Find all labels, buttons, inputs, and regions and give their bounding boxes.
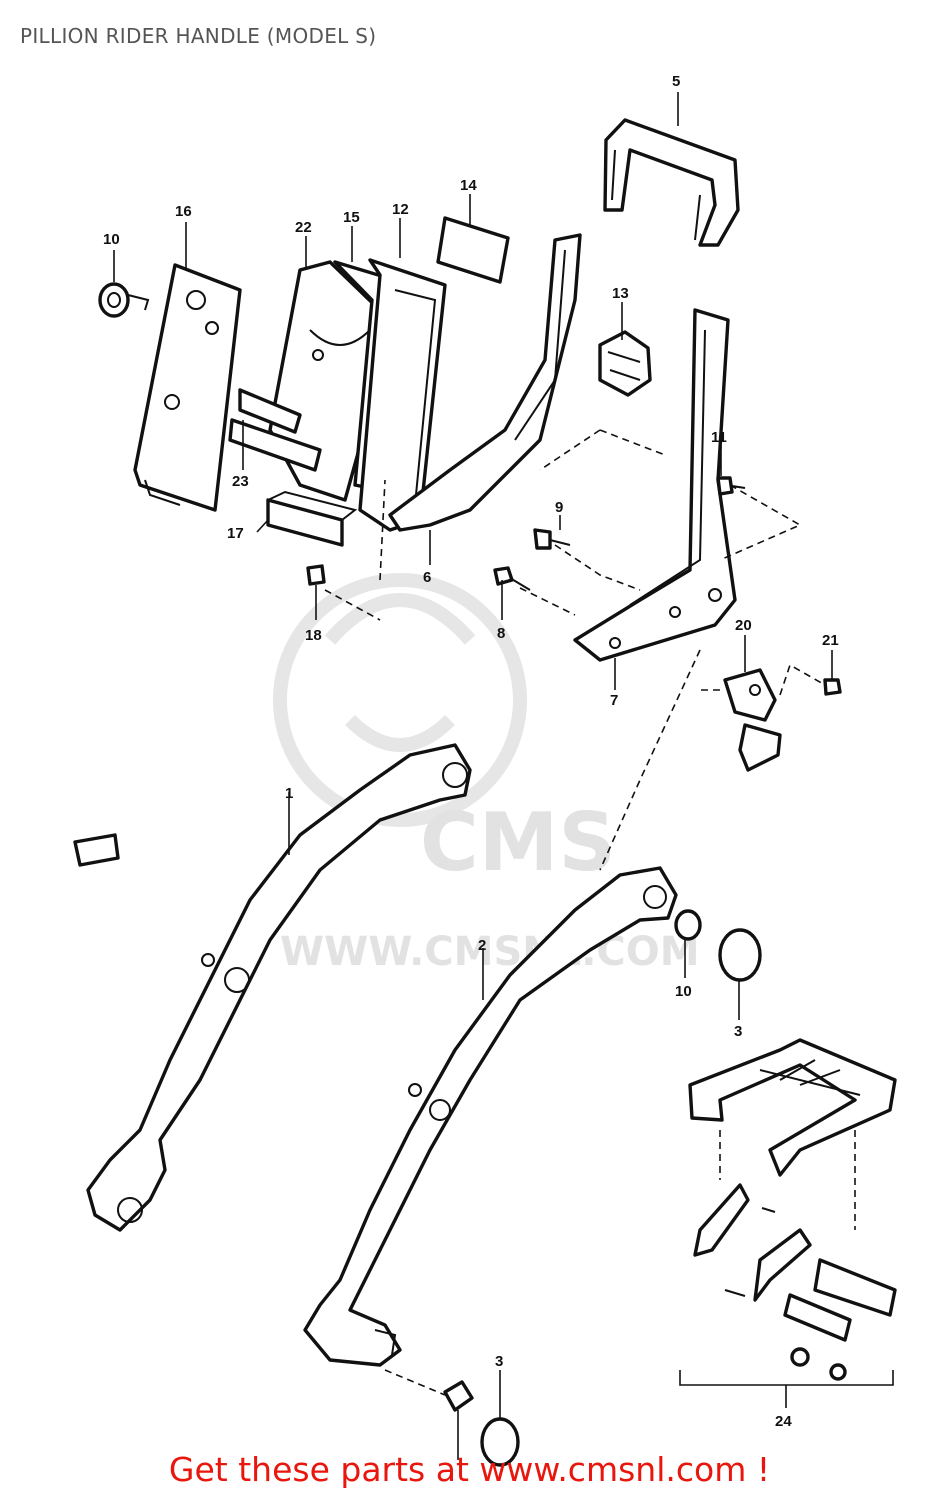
part-20-latch xyxy=(723,668,782,772)
callout-leaders xyxy=(113,92,894,1460)
part-10-nut xyxy=(98,282,150,318)
part-24-carrier-rack xyxy=(688,1038,897,1381)
callout-10-top: 10 xyxy=(103,231,120,248)
part-8-bolt xyxy=(493,566,531,591)
part-14-label xyxy=(436,216,510,284)
callout-20: 20 xyxy=(735,617,752,634)
part-5-grab-handle xyxy=(603,118,740,247)
part-2-right-rail xyxy=(303,866,678,1367)
part-16-tail-lamp-plate xyxy=(133,263,242,512)
callout-8: 8 xyxy=(497,625,505,642)
part-12-lamp-housing xyxy=(358,258,447,532)
lower-bolt xyxy=(443,1380,474,1412)
part-11-bolt xyxy=(716,476,746,496)
callout-5: 5 xyxy=(672,73,680,90)
part-13-grommet xyxy=(598,330,652,397)
cms-watermark: CMS WWW.CMSNL.COM xyxy=(273,573,700,975)
callout-16: 16 xyxy=(175,203,192,220)
callout-7: 7 xyxy=(610,692,618,709)
callout-24: 24 xyxy=(775,1413,792,1430)
callout-23: 23 xyxy=(232,473,249,490)
watermark-brand: CMS xyxy=(420,796,616,889)
part-9-bolt xyxy=(533,528,571,550)
callout-17: 17 xyxy=(227,525,244,542)
assembly-lines xyxy=(324,429,856,1396)
callout-22: 22 xyxy=(295,219,312,236)
callout-12: 12 xyxy=(392,201,409,218)
callout-3-upper: 3 xyxy=(734,1023,742,1040)
part-7-main-bracket xyxy=(573,308,737,662)
callout-2: 2 xyxy=(478,937,486,954)
callout-15: 15 xyxy=(343,209,360,226)
callout-6: 6 xyxy=(423,569,431,586)
part-17-cushion xyxy=(266,490,358,547)
part-18-bolt xyxy=(306,564,326,586)
footer-promo-link[interactable]: Get these parts at www.cmsnl.com ! xyxy=(168,1450,771,1489)
callout-13: 13 xyxy=(612,285,629,302)
callout-3-lower: 3 xyxy=(495,1353,503,1370)
part-21-screw xyxy=(823,678,842,696)
watermark-url: WWW.CMSNL.COM xyxy=(280,929,700,975)
part-10-nut-right xyxy=(674,909,702,941)
callout-18: 18 xyxy=(305,627,322,644)
part-6-stay xyxy=(388,233,582,532)
callout-10-right: 10 xyxy=(675,983,692,1000)
callout-labels: 5 14 16 12 15 22 10 13 11 23 9 17 6 18 8… xyxy=(103,73,839,1430)
callout-14: 14 xyxy=(460,177,477,194)
part-1-left-rail xyxy=(86,743,472,1232)
callout-11: 11 xyxy=(711,429,727,446)
callout-1: 1 xyxy=(285,785,293,802)
diagram-title: PILLION RIDER HANDLE (MODEL S) xyxy=(20,24,377,48)
callout-9: 9 xyxy=(555,499,563,516)
callout-21: 21 xyxy=(822,632,839,649)
stray-bolt xyxy=(73,833,120,867)
part-3-cap-upper xyxy=(718,928,762,982)
part-23-bracket xyxy=(228,388,322,472)
